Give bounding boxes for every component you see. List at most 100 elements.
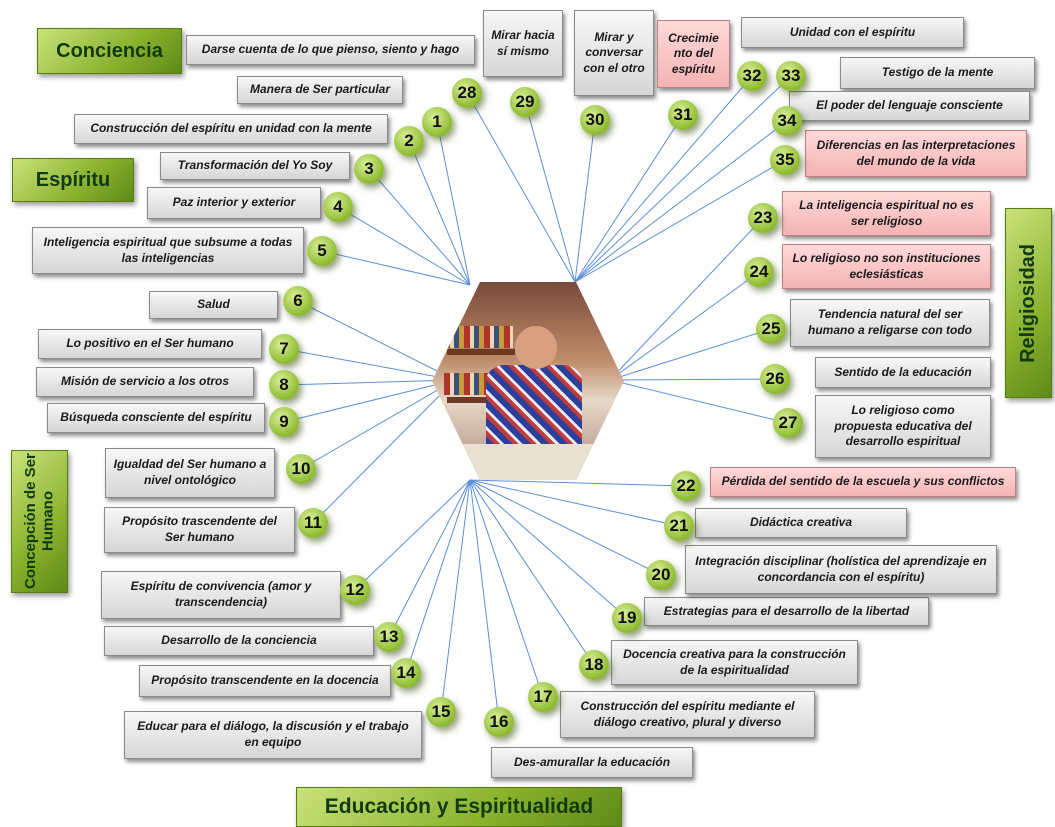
badge-15: 15 bbox=[426, 697, 456, 727]
connector-line-8 bbox=[283, 379, 456, 386]
connector-line-3 bbox=[368, 168, 471, 286]
node-30-box: Mirar y conversar con el otro bbox=[574, 10, 654, 96]
badge-20: 20 bbox=[646, 560, 676, 590]
center-photo bbox=[432, 282, 624, 480]
node-27-box: Lo religioso como propuesta educativa de… bbox=[815, 395, 991, 458]
connector-line-15 bbox=[440, 479, 471, 713]
connector-line-11 bbox=[312, 379, 456, 524]
node-14-box: Propósito transcendente en la docencia bbox=[139, 665, 391, 697]
node-11-box: Propósito trascendente del Ser humano bbox=[104, 507, 295, 553]
connector-line-30 bbox=[574, 119, 596, 283]
connector-line-9 bbox=[283, 379, 456, 423]
connector-line-29 bbox=[524, 101, 576, 283]
node-13-box: Desarrollo de la conciencia bbox=[104, 626, 374, 656]
badge-32: 32 bbox=[737, 61, 767, 91]
badge-11: 11 bbox=[298, 508, 328, 538]
badge-10: 10 bbox=[286, 454, 316, 484]
node-23-box: La inteligencia espiritual no es ser rel… bbox=[782, 191, 991, 236]
connector-line-27 bbox=[609, 379, 789, 424]
node-34-box: El poder del lenguaje consciente bbox=[789, 91, 1030, 121]
connector-line-18 bbox=[469, 479, 595, 666]
badge-5: 5 bbox=[307, 236, 337, 266]
node-2-box: Construcción del espíritu en unidad con … bbox=[74, 114, 388, 144]
badge-28: 28 bbox=[452, 78, 482, 108]
badge-2: 2 bbox=[394, 126, 424, 156]
badge-33: 33 bbox=[776, 61, 806, 91]
badge-34: 34 bbox=[772, 106, 802, 136]
connector-line-2 bbox=[408, 140, 471, 286]
badge-9: 9 bbox=[269, 407, 299, 437]
connector-line-4 bbox=[337, 206, 471, 286]
badge-22: 22 bbox=[671, 471, 701, 501]
badge-18: 18 bbox=[579, 650, 609, 680]
badge-31: 31 bbox=[668, 100, 698, 130]
badge-6: 6 bbox=[283, 286, 313, 316]
badge-26: 26 bbox=[760, 364, 790, 394]
badge-35: 35 bbox=[770, 145, 800, 175]
badge-14: 14 bbox=[391, 658, 421, 688]
badge-23: 23 bbox=[748, 203, 778, 233]
node-18-box: Docencia creativa para la construcción d… bbox=[611, 640, 858, 685]
node-9-box: Búsqueda consciente del espíritu bbox=[47, 403, 265, 433]
node-5-box: Inteligencia espiritual que subsume a to… bbox=[32, 227, 304, 274]
connector-line-22 bbox=[469, 479, 687, 487]
category-concepcion: Concepción de Ser Humano bbox=[11, 450, 68, 593]
badge-1: 1 bbox=[422, 107, 452, 137]
node-4-box: Paz interior y exterior bbox=[147, 187, 321, 219]
connector-line-19 bbox=[469, 479, 628, 619]
badge-13: 13 bbox=[374, 622, 404, 652]
badge-24: 24 bbox=[744, 257, 774, 287]
node-22-box: Pérdida del sentido de la escuela y sus … bbox=[710, 467, 1016, 497]
node-32-box: Unidad con el espíritu bbox=[741, 17, 964, 48]
connector-line-25 bbox=[609, 328, 772, 381]
badge-25: 25 bbox=[756, 314, 786, 344]
badge-16: 16 bbox=[484, 707, 514, 737]
badge-8: 8 bbox=[269, 370, 299, 400]
node-17-box: Construcción del espíritu mediante el di… bbox=[560, 691, 815, 738]
badge-7: 7 bbox=[269, 334, 299, 364]
badge-4: 4 bbox=[323, 192, 353, 222]
node-7-box: Lo positivo en el Ser humano bbox=[38, 329, 262, 359]
badge-19: 19 bbox=[612, 603, 642, 633]
category-concepcion-label: Concepción de Ser Humano bbox=[22, 453, 57, 590]
badge-12: 12 bbox=[340, 575, 370, 605]
node-1-box: Manera de Ser particular bbox=[237, 76, 403, 104]
category-espiritu: Espíritu bbox=[12, 158, 134, 202]
node-29-box: Mirar hacia sí mismo bbox=[483, 10, 563, 77]
connector-line-1 bbox=[436, 121, 471, 286]
connector-line-24 bbox=[609, 271, 760, 381]
category-religiosidad-label: Religiosidad bbox=[1017, 243, 1039, 363]
connector-line-12 bbox=[354, 479, 471, 591]
node-19-box: Estrategias para el desarrollo de la lib… bbox=[644, 597, 929, 626]
node-6-box: Salud bbox=[149, 291, 278, 319]
connector-line-7 bbox=[283, 348, 456, 381]
node-31-box: Crecimie nto del espíritu bbox=[657, 20, 730, 88]
category-religiosidad: Religiosidad bbox=[1005, 208, 1052, 398]
badge-27: 27 bbox=[773, 408, 803, 438]
node-20-box: Integración disciplinar (holística del a… bbox=[685, 545, 997, 594]
node-8-box: Misión de servicio a los otros bbox=[36, 367, 254, 397]
connector-line-17 bbox=[469, 479, 544, 698]
category-educacion: Educación y Espiritualidad bbox=[296, 787, 622, 827]
connector-line-23 bbox=[609, 217, 764, 381]
connector-line-34 bbox=[574, 120, 788, 283]
badge-3: 3 bbox=[354, 154, 384, 184]
connector-line-13 bbox=[388, 479, 471, 638]
node-25-box: Tendencia natural del ser humano a relig… bbox=[790, 299, 990, 347]
node-16-box: Des-amurallar la educación bbox=[491, 747, 693, 778]
node-28-box: Darse cuenta de lo que pienso, siento y … bbox=[186, 35, 475, 65]
node-33-box: Testigo de la mente bbox=[840, 57, 1035, 89]
connector-line-31 bbox=[574, 114, 684, 283]
connector-line-14 bbox=[405, 479, 471, 674]
node-10-box: Igualdad del Ser humano a nivel ontológi… bbox=[105, 448, 275, 498]
connector-line-35 bbox=[574, 159, 786, 283]
badge-29: 29 bbox=[510, 87, 540, 117]
node-15-box: Educar para el diálogo, la discusión y e… bbox=[124, 711, 422, 759]
node-12-box: Espíritu de convivencia (amor y transcen… bbox=[101, 571, 341, 619]
connector-line-10 bbox=[300, 379, 456, 470]
badge-21: 21 bbox=[664, 511, 694, 541]
badge-17: 17 bbox=[528, 682, 558, 712]
badge-30: 30 bbox=[580, 105, 610, 135]
connector-line-26 bbox=[609, 378, 776, 381]
